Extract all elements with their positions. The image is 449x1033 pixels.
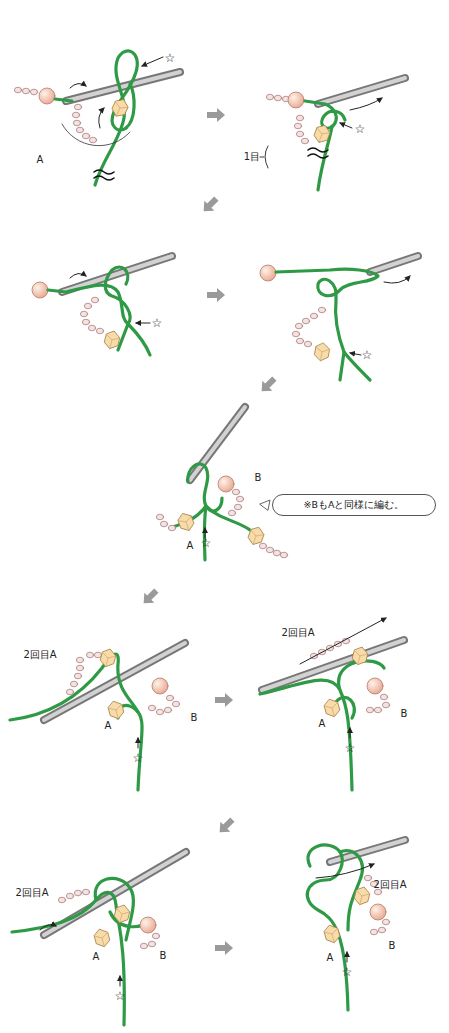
part-label: A [37, 155, 44, 165]
stitch-label: 1目 [244, 152, 260, 162]
star-marker: ☆ [133, 752, 144, 764]
part-label: 2回目A [15, 888, 48, 898]
star-marker: ☆ [152, 317, 163, 329]
part-label: 2回目A [373, 880, 406, 890]
panel-6 [10, 643, 185, 790]
star-marker: ☆ [201, 537, 212, 549]
star-marker: ☆ [355, 123, 366, 135]
panel-4 [260, 256, 418, 380]
panel-2 [260, 78, 405, 190]
star-marker: ☆ [165, 52, 176, 64]
part-label: B [160, 951, 167, 961]
step-arrows [139, 108, 280, 955]
note-bubble: ※BもAと同様に編む。 [272, 494, 436, 516]
panel-3 [32, 256, 172, 355]
part-label: A [105, 721, 112, 731]
part-label: A [327, 953, 334, 963]
part-label: 2回目A [281, 628, 314, 638]
part-label: 2回目A [23, 650, 56, 660]
star-marker: ☆ [342, 966, 353, 978]
part-label: B [389, 941, 396, 951]
star-marker: ☆ [115, 990, 126, 1002]
panel-7 [260, 618, 404, 790]
part-label: A [93, 952, 100, 962]
part-label: B [255, 473, 262, 483]
part-label: B [401, 709, 408, 719]
panel-1 [14, 51, 180, 185]
part-label: A [187, 541, 194, 551]
part-label: B [191, 713, 198, 723]
star-marker: ☆ [362, 349, 373, 361]
note-text: ※BもAと同様に編む。 [304, 499, 405, 512]
panel-5 [156, 407, 287, 560]
star-marker: ☆ [345, 742, 356, 754]
panel-9 [307, 840, 405, 1010]
panel-8 [12, 852, 186, 1025]
part-label: A [319, 719, 326, 729]
